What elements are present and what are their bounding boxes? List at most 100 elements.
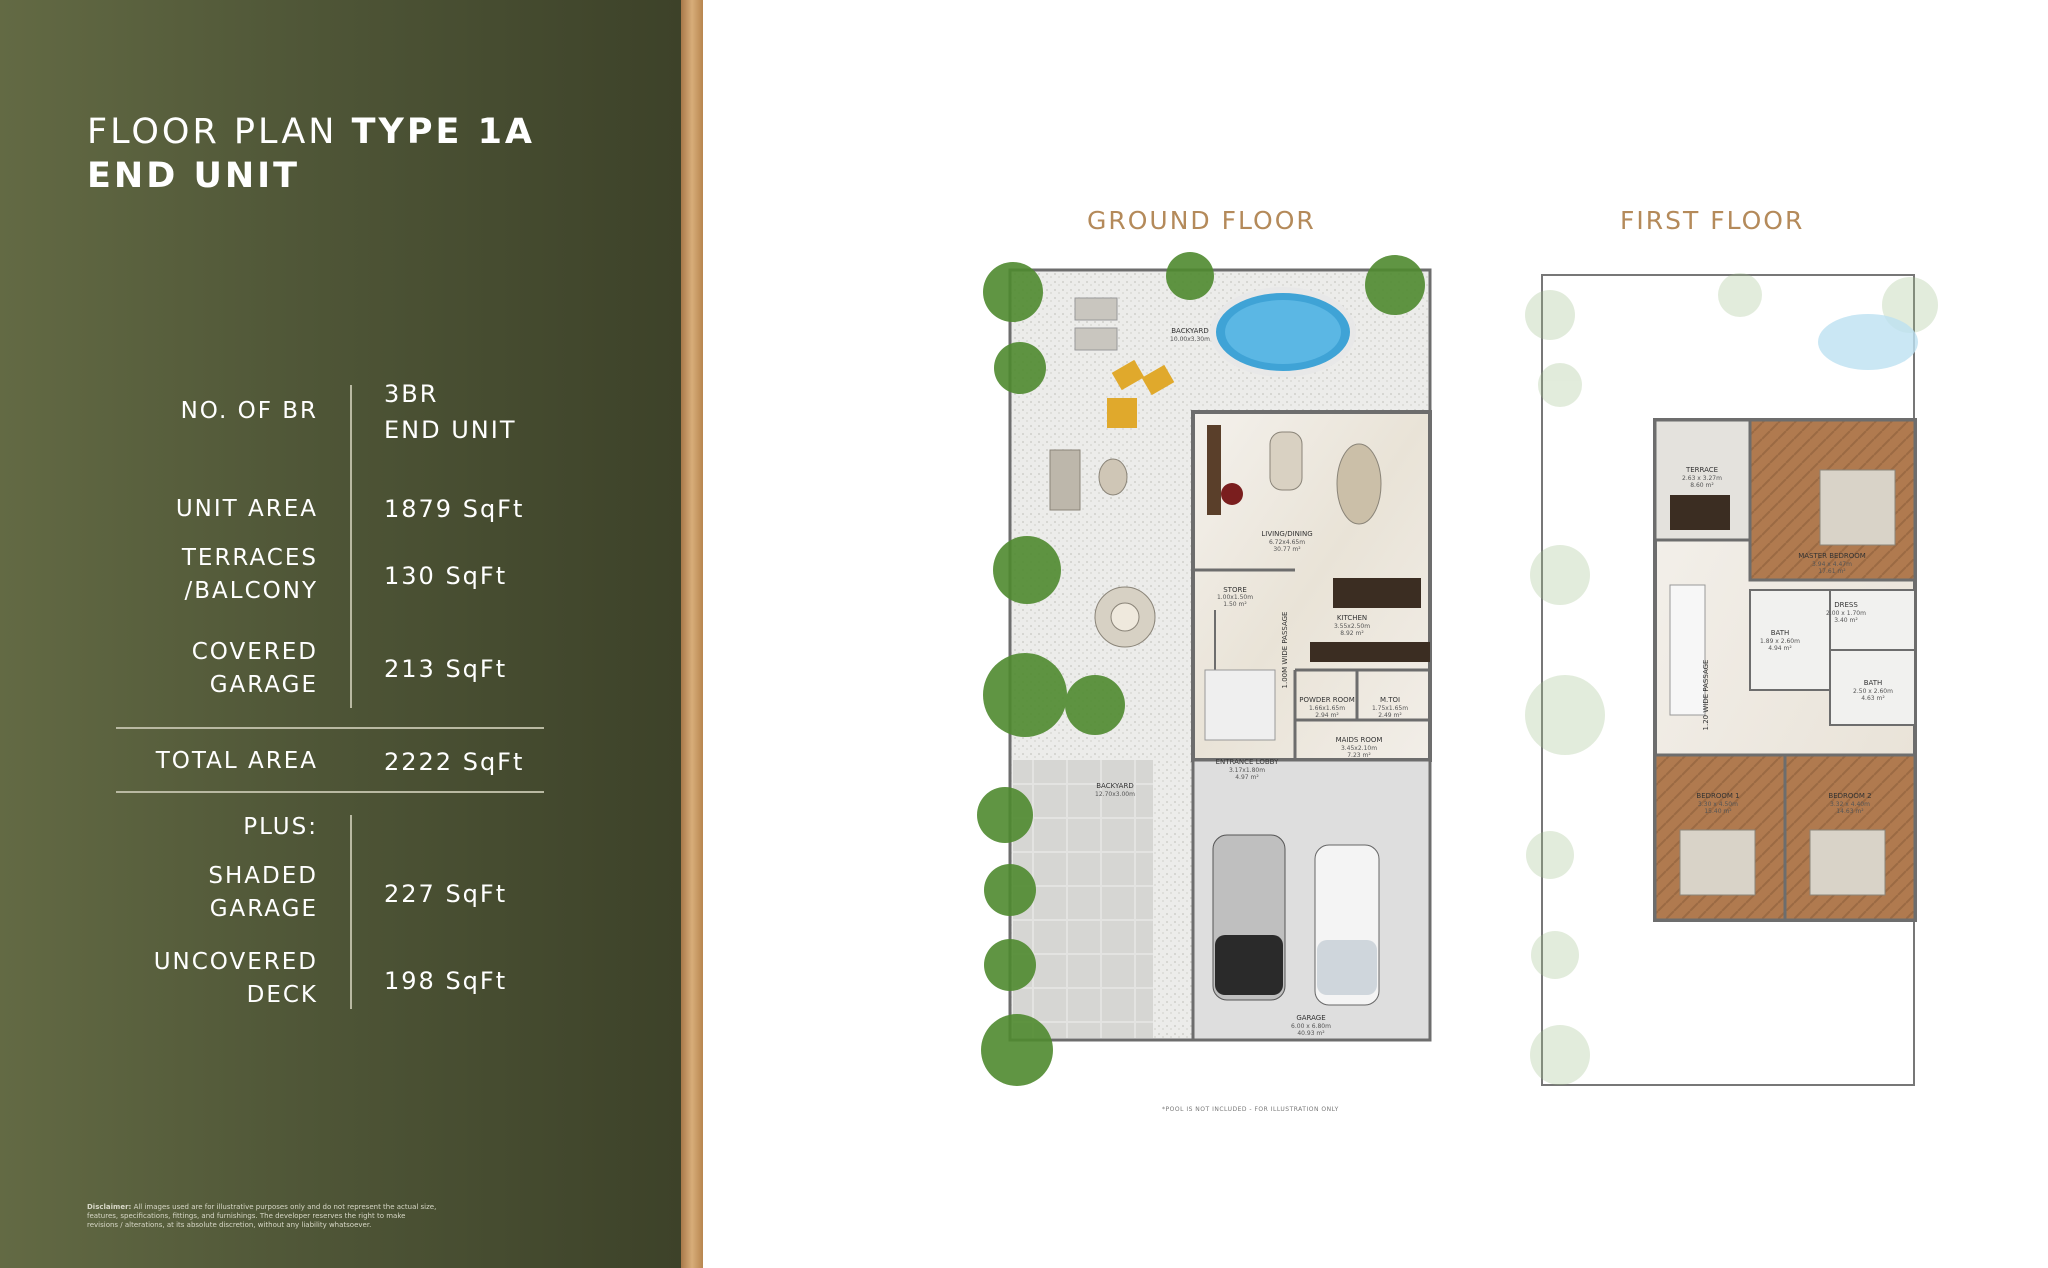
area-mtoi: 2.49 m² (1378, 712, 1402, 719)
size-backyard-top: 10.00x3.30m (1170, 336, 1210, 343)
bed-1 (1679, 829, 1756, 896)
spec-label-shaded: SHADED (208, 863, 318, 889)
total-rule-bottom (116, 791, 544, 793)
gold-accent-strip (681, 0, 703, 1268)
label-master: MASTER BEDROOM (1798, 552, 1866, 560)
sofa (1269, 431, 1303, 491)
spec-label-unit-area: UNIT AREA (175, 496, 318, 522)
area-kitchen: 8.92 m² (1340, 630, 1364, 637)
kitchen-island (1333, 578, 1421, 608)
spec-value-total: 2222 SqFt (384, 748, 525, 776)
bath-1 (1749, 589, 1831, 691)
label-kitchen: KITCHEN (1337, 614, 1367, 622)
label-dress: DRESS (1834, 601, 1858, 609)
tv-unit (1207, 425, 1221, 515)
size-bedroom-1: 3.30 x 4.50m (1698, 801, 1738, 808)
lounger (1074, 297, 1118, 321)
spec-label-balcony: /BALCONY (184, 578, 318, 604)
master-bed (1819, 469, 1896, 546)
armchair (1221, 483, 1243, 505)
area-maids: 7.23 m² (1347, 752, 1371, 759)
bath-2 (1829, 649, 1916, 726)
total-rule-top (116, 727, 544, 729)
area-dress: 3.40 m² (1834, 617, 1858, 624)
area-lobby: 4.97 m² (1235, 774, 1259, 781)
pool-footnote: *POOL IS NOT INCLUDED - FOR ILLUSTRATION… (1162, 1106, 1339, 1113)
spec-value-covered-garage: 213 SqFt (384, 655, 508, 683)
area-bedroom-1: 15.40 m² (1704, 808, 1732, 815)
title-subtitle: END UNIT (87, 156, 301, 196)
ground-floor-plan: BACKYARD 10.00x3.30m LIVING/DINING 6.72x… (977, 252, 1432, 1086)
area-bath-1: 4.94 m² (1768, 645, 1792, 652)
spec-label-bedrooms: NO. OF BR (180, 398, 318, 424)
faded-trees (1525, 273, 1938, 1085)
page-title: FLOOR PLAN TYPE 1A END UNIT (87, 110, 535, 198)
terrace-furniture (1670, 495, 1730, 530)
spec-label-shaded-garage: GARAGE (209, 896, 318, 922)
area-living: 30.77 m² (1273, 546, 1301, 553)
spec-label-uncovered: UNCOVERED (153, 949, 318, 975)
label-living: LIVING/DINING (1261, 530, 1312, 538)
staircase (1669, 584, 1706, 716)
size-lobby: 3.17x1.80m (1229, 767, 1265, 774)
bed-2 (1809, 829, 1886, 896)
label-lobby: ENTRANCE LOBBY (1216, 758, 1279, 766)
title-light: FLOOR PLAN (87, 112, 338, 152)
title-bold: TYPE 1A (351, 112, 536, 152)
trees (977, 252, 1425, 1086)
spec-label-deck: DECK (246, 982, 318, 1008)
area-bedroom-2: 14.63 m² (1836, 808, 1864, 815)
ground-floor-title: GROUND FLOOR (1087, 206, 1316, 235)
lounger (1074, 327, 1118, 351)
label-backyard-side: BACKYARD (1096, 782, 1133, 790)
label-garage: GARAGE (1296, 1014, 1325, 1022)
area-bath-2: 4.63 m² (1861, 695, 1885, 702)
label-bedroom-2: BEDROOM 2 (1828, 792, 1871, 800)
size-bath-1: 1.89 x 2.60m (1760, 638, 1800, 645)
label-mtoi: M.TOI (1380, 696, 1400, 704)
size-living: 6.72x4.65m (1269, 539, 1305, 546)
outdoor-table (1107, 398, 1137, 428)
label-powder: POWDER ROOM (1299, 696, 1354, 704)
spec-value-bedrooms: 3BR (384, 380, 439, 408)
size-bath-2: 2.50 x 2.60m (1853, 688, 1893, 695)
spec-label-terraces: TERRACES (181, 545, 318, 571)
spec-divider-top (350, 385, 352, 708)
spec-label-total: TOTAL AREA (155, 748, 318, 774)
label-backyard-top: BACKYARD (1171, 327, 1208, 335)
kitchen-counter (1310, 642, 1430, 662)
dining-table (1336, 443, 1382, 525)
dress-room (1829, 589, 1916, 651)
size-garage: 6.00 x 6.80m (1291, 1023, 1331, 1030)
area-store: 1.50 m² (1223, 601, 1247, 608)
spec-label-covered-garage: GARAGE (209, 672, 318, 698)
size-terrace: 2.63 x 3.27m (1682, 475, 1722, 482)
spec-label-plus: PLUS: (243, 814, 318, 840)
label-passage-first: 1.20 WIDE PASSAGE (1702, 660, 1710, 731)
size-mtoi: 1.75x1.65m (1372, 705, 1408, 712)
disclaimer: Disclaimer: All images used are for illu… (87, 1203, 507, 1230)
spec-value-terraces: 130 SqFt (384, 562, 508, 590)
first-floor-title: FIRST FLOOR (1620, 206, 1805, 235)
spec-value-shaded-garage: 227 SqFt (384, 880, 508, 908)
spec-panel: FLOOR PLAN TYPE 1A END UNIT NO. OF BR 3B… (0, 0, 681, 1268)
size-bedroom-2: 3.32 x 4.40m (1830, 801, 1870, 808)
disclaimer-line2: features, specifications, fittings, and … (87, 1212, 406, 1220)
faded-pool (1818, 314, 1918, 370)
first-floor-plan: TERRACE 2.63 x 3.27m 8.60 m² MASTER BEDR… (1525, 273, 1938, 1086)
disclaimer-line1: All images used are for illustrative pur… (131, 1203, 437, 1211)
size-maids: 3.45x2.10m (1341, 745, 1377, 752)
sunbed (1111, 359, 1145, 391)
size-backyard-side: 12.70x3.00m (1095, 791, 1135, 798)
size-store: 1.00x1.50m (1217, 594, 1253, 601)
label-store: STORE (1223, 586, 1247, 594)
label-passage-ground: 1.00M WIDE PASSAGE (1281, 612, 1289, 689)
spec-value-bedrooms-type: END UNIT (384, 416, 517, 444)
outdoor-sofa (1049, 449, 1081, 511)
spec-label-covered: COVERED (191, 639, 318, 665)
area-powder: 2.94 m² (1315, 712, 1339, 719)
side-backyard-paving (1013, 760, 1153, 1038)
sunbed (1141, 364, 1175, 396)
label-bath-2: BATH (1864, 679, 1883, 687)
staircase (1204, 669, 1276, 741)
